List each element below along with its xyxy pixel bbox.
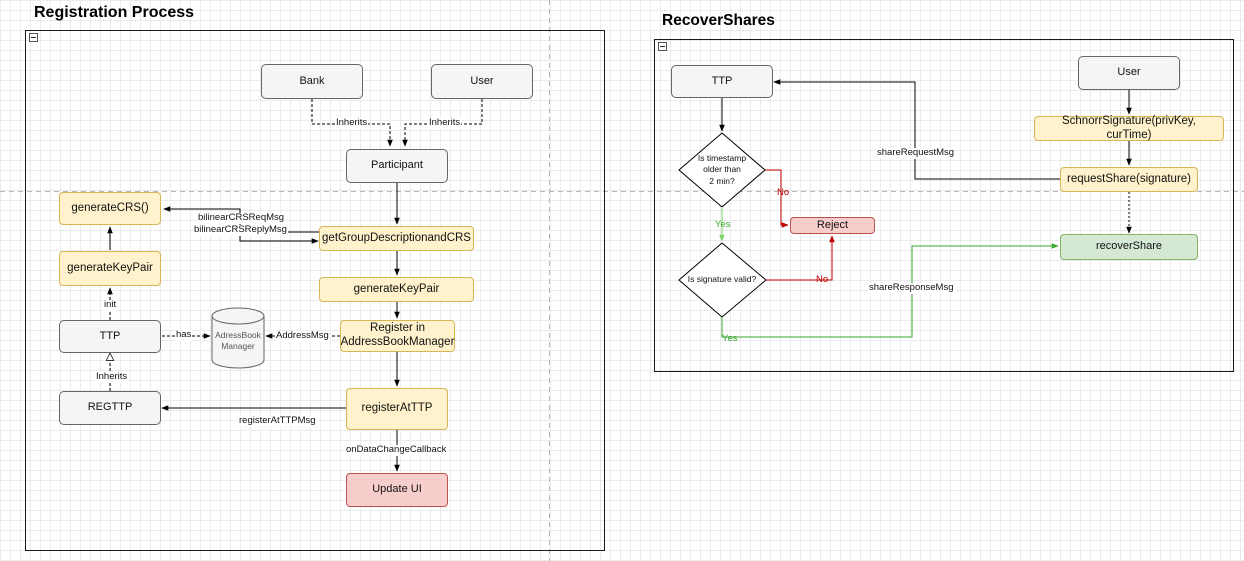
register-line-2: AddressBookManager [340,336,455,348]
edge-label-share-request: shareRequestMsg [876,147,956,159]
edge-label-no-2: No [816,274,829,285]
register-addressbook-node[interactable]: Register in AddressBookManager [340,320,455,352]
edge-label-yes-1: Yes [715,219,731,230]
edge-label-on-data-change: onDataChangeCallback [345,444,448,456]
user-node[interactable]: User [431,64,533,99]
edge-label-no-1: No [777,187,790,198]
request-share-node[interactable]: requestShare(signature) [1060,167,1198,192]
ttp-node[interactable]: TTP [59,320,161,353]
edge-label-yes-2: Yes [722,333,738,344]
addressbook-manager-db[interactable]: AdressBook Manager [212,330,264,353]
recover-ttp-node[interactable]: TTP [671,65,773,98]
register-line-1: Register in [370,322,425,335]
edge-label-inherits-user: Inherits [428,117,462,129]
recover-user-node[interactable]: User [1078,56,1180,90]
collapse-icon[interactable] [658,42,667,51]
schnorr-signature-node[interactable]: SchnorrSignature(privKey, curTime) [1034,115,1224,141]
recover-title: RecoverShares [662,12,775,29]
timestamp-line-2: older than [703,164,741,175]
recover-container[interactable] [654,39,1234,372]
regttp-node[interactable]: REGTTP [59,391,161,425]
edge-label-inherits-regttp: Inherits [95,371,129,383]
edge-label-has: has [175,329,193,341]
timestamp-decision[interactable]: Is timestamp older than 2 min? [690,150,754,190]
edge-label-crs-reply: bilinearCRSReplyMsg [193,224,288,236]
generate-keypair-node[interactable]: generateKeyPair [319,277,474,302]
timestamp-line-1: Is timestamp [697,152,747,163]
update-ui-node[interactable]: Update UI [346,473,448,507]
edge-label-crs-request: bilinearCRSReqMsg [197,212,286,224]
get-group-description-node[interactable]: getGroupDescriptionandCRS [319,226,474,251]
generate-crs-node[interactable]: generateCRS() [59,192,161,225]
registration-container[interactable] [25,30,605,551]
ttp-generate-keypair-node[interactable]: generateKeyPair [59,251,161,286]
edge-label-inherits-bank: Inherits [335,117,369,129]
edge-label-address-msg: AddressMsg [275,330,330,342]
edge-label-share-response: shareResponseMsg [868,282,955,294]
register-at-ttp-node[interactable]: registerAtTTP [346,388,448,430]
bank-node[interactable]: Bank [261,64,363,99]
participant-node[interactable]: Participant [346,149,448,183]
reject-node[interactable]: Reject [790,217,875,234]
edge-label-init: init [103,299,118,311]
registration-title: Registration Process [34,4,195,21]
edge-label-register-msg: registerAtTTPMsg [238,415,317,427]
timestamp-line-3: 2 min? [709,175,735,186]
recover-share-node[interactable]: recoverShare [1060,234,1198,260]
signature-decision[interactable]: Is signature valid? [687,274,757,285]
addressbook-line-1: AdressBook [215,330,261,340]
addressbook-line-2: Manager [221,341,255,352]
collapse-icon[interactable] [29,33,38,42]
